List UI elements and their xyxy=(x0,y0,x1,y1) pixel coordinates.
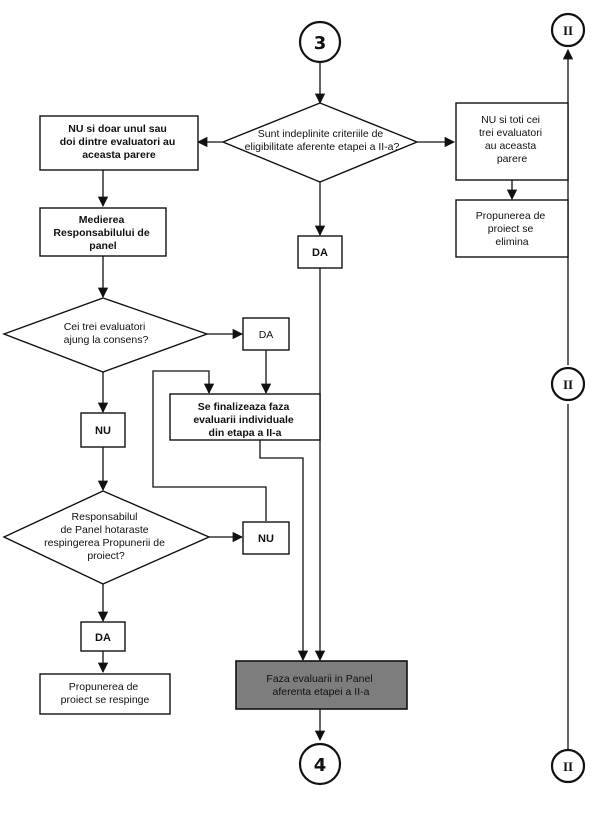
connector-ii-mid-label: II xyxy=(563,377,573,392)
box-some-evaluators-text: NU si doar unul sau doi dintre evaluator… xyxy=(60,123,178,161)
label-da-consensus-text: DA xyxy=(259,329,274,341)
connector-3: 3 xyxy=(298,20,342,64)
box-mediation: Medierea Responsabilului de panel xyxy=(39,207,167,257)
decision-eligibility: Sunt indeplinite criteriile de eligibili… xyxy=(221,102,419,183)
connector-ii-bottom-label: II xyxy=(563,759,573,774)
connector-4: 4 xyxy=(298,742,342,786)
label-nu-consensus-text: NU xyxy=(95,425,111,437)
label-nu-reject-text: NU xyxy=(258,533,274,545)
flow-line xyxy=(152,370,267,521)
box-some-evaluators: NU si doar unul sau doi dintre evaluator… xyxy=(39,115,199,171)
connector-4-label: 4 xyxy=(314,755,327,776)
box-rejected: Propunerea de proiect se respinge xyxy=(39,673,171,715)
decision-eligibility-text: Sunt indeplinite criteriile de eligibili… xyxy=(245,128,400,153)
box-finalize: Se finalizeaza faza evaluarii individual… xyxy=(169,393,321,441)
label-da-consensus: DA xyxy=(242,317,290,351)
box-eliminate: Propunerea de proiect se elimina xyxy=(455,199,569,258)
label-da-reject-text: DA xyxy=(95,632,111,644)
label-da-reject: DA xyxy=(80,621,126,652)
label-da-main: DA xyxy=(297,235,343,269)
decision-consensus: Cei trei evaluatori ajung la consens? xyxy=(2,297,210,373)
decision-reject: Responsabilul de Panel hotaraste resping… xyxy=(2,490,211,585)
label-nu-reject: NU xyxy=(242,521,290,555)
box-rejected-text: Propunerea de proiect se respinge xyxy=(61,681,150,706)
box-eliminate-text: Propunerea de proiect se elimina xyxy=(476,210,548,248)
box-panel-phase: Faza evaluarii in Panel aferenta etapei … xyxy=(235,660,408,710)
box-panel-phase-text: Faza evaluarii in Panel aferenta etapei … xyxy=(266,673,375,698)
box-mediation-text: Medierea Responsabilului de panel xyxy=(53,214,152,252)
connector-ii-top-label: II xyxy=(563,23,573,38)
label-da-main-text: DA xyxy=(312,247,328,259)
label-nu-consensus: NU xyxy=(80,412,126,448)
decision-reject-text: Responsabilul de Panel hotaraste resping… xyxy=(44,511,168,562)
box-all-evaluators: NU si toti cei trei evaluatori au aceast… xyxy=(455,102,569,181)
box-all-evaluators-text: NU si toti cei trei evaluatori au aceast… xyxy=(479,114,545,165)
connector-ii-mid: II xyxy=(550,366,586,402)
box-finalize-text: Se finalizeaza faza evaluarii individual… xyxy=(193,401,296,439)
connector-ii-top: II xyxy=(550,12,586,48)
flow-line xyxy=(259,440,309,662)
connector-ii-bottom: II xyxy=(550,748,586,784)
connector-3-label: 3 xyxy=(314,33,327,54)
decision-consensus-text: Cei trei evaluatori ajung la consens? xyxy=(64,321,149,346)
